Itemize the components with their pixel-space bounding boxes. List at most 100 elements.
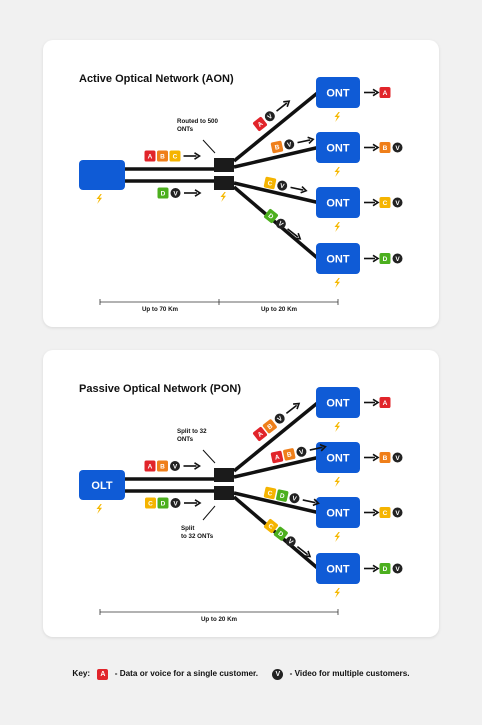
ont-node xyxy=(316,497,360,528)
ont-node-label: ONT xyxy=(326,564,350,576)
badge-a-icon xyxy=(379,397,391,408)
badge-label: V xyxy=(291,495,297,503)
badge-b-icon xyxy=(283,448,296,461)
fiber-line xyxy=(232,91,320,163)
key-label: Key: xyxy=(72,669,91,678)
arrowhead-icon xyxy=(194,152,201,160)
arrow-icon xyxy=(287,228,299,238)
badge-label: C xyxy=(383,510,388,517)
arrowhead-icon xyxy=(194,189,202,197)
note-text: Split xyxy=(181,525,194,532)
badge-label: B xyxy=(160,153,165,160)
arrowhead-icon xyxy=(372,398,380,407)
splitter-node xyxy=(214,176,234,190)
key-video-text: - Video for multiple customers. xyxy=(289,669,410,678)
badge-label: D xyxy=(266,212,274,221)
badge-label: V xyxy=(276,220,284,229)
badge-b-icon xyxy=(379,142,391,153)
arrowhead-icon xyxy=(293,402,301,410)
ont-node xyxy=(316,387,360,418)
note-text: ONTs xyxy=(177,436,194,443)
video-badge-icon xyxy=(392,142,403,153)
badge-label: D xyxy=(276,530,284,539)
ont-node xyxy=(316,442,360,473)
video-badge-icon xyxy=(392,253,403,264)
badge-label: V xyxy=(266,112,274,121)
badge-label: V xyxy=(395,455,400,462)
source-node xyxy=(79,470,125,500)
badge-label: V xyxy=(173,500,178,507)
badge-label: B xyxy=(160,463,165,470)
badge-label: D xyxy=(383,566,388,573)
video-badge-icon xyxy=(392,452,403,463)
video-badge-icon xyxy=(274,413,285,424)
badge-c-icon xyxy=(379,197,391,208)
ont-node-label: ONT xyxy=(326,453,350,465)
fiber-line xyxy=(233,455,319,479)
aon-diagram: Active Optical Network (AON)ONTONTONTONT… xyxy=(79,73,403,313)
ont-node-label: ONT xyxy=(326,254,350,266)
badge-label: A xyxy=(148,463,153,470)
badge-label: V xyxy=(395,566,400,573)
arrowhead-icon xyxy=(283,100,291,108)
badge-c-icon xyxy=(169,150,181,162)
ont-node xyxy=(316,187,360,218)
note-text: Routed to 500 xyxy=(177,118,218,125)
badge-label: B xyxy=(286,451,292,459)
arrowhead-icon xyxy=(300,185,308,194)
key-legend: Key: A - Data or voice for a single cust… xyxy=(0,669,482,680)
branch-badges: ABV xyxy=(253,402,301,441)
badge-label: V xyxy=(299,449,305,457)
badge-label: B xyxy=(383,145,388,152)
pon-diagram: Passive Optical Network (PON)OLTONTONTON… xyxy=(79,383,403,623)
video-badge-icon xyxy=(392,507,403,518)
badge-a-icon xyxy=(144,460,156,472)
splitter-node xyxy=(214,486,234,500)
badge-label: V xyxy=(173,190,178,197)
ont-node xyxy=(316,77,360,108)
badge-label: C xyxy=(148,500,153,507)
data-badge-icon: A xyxy=(97,669,109,680)
power-bolt-icon xyxy=(334,588,340,598)
power-bolt-icon xyxy=(96,194,102,204)
badge-label: V xyxy=(286,538,294,547)
badge-label: B xyxy=(274,144,280,152)
arrowhead-icon xyxy=(372,198,380,207)
power-bolt-icon xyxy=(334,532,340,542)
video-badge-icon xyxy=(392,563,403,574)
badge-label: V xyxy=(276,415,284,424)
badge-a-icon xyxy=(144,150,156,162)
badge-label: V xyxy=(395,145,400,152)
badge-a-icon xyxy=(379,87,391,98)
badge-c-icon xyxy=(264,519,278,533)
distance-label: Up to 20 Km xyxy=(201,616,238,623)
power-bolt-icon xyxy=(96,504,102,514)
fiber-line xyxy=(233,181,319,205)
video-badge-icon xyxy=(264,111,275,122)
video-badge-icon xyxy=(289,493,300,504)
power-bolt-icon xyxy=(334,167,340,177)
badge-d-icon xyxy=(157,497,169,509)
video-badge-icon xyxy=(170,461,180,471)
badge-label: V xyxy=(173,463,178,470)
badge-d-icon xyxy=(157,187,169,199)
power-bolt-icon xyxy=(334,477,340,487)
distance-label: Up to 70 Km xyxy=(142,306,179,313)
branch-badges: CDV xyxy=(264,519,312,558)
power-bolt-icon xyxy=(334,112,340,122)
badge-label: A xyxy=(383,400,388,407)
badge-label: V xyxy=(395,510,400,517)
video-badge-icon xyxy=(277,180,288,191)
source-node-label: OLT xyxy=(91,480,112,492)
arrow-icon xyxy=(302,499,316,504)
badge-d-icon xyxy=(379,563,391,574)
arrowhead-icon xyxy=(372,254,380,263)
badge-c-icon xyxy=(145,497,156,509)
arrowhead-icon xyxy=(194,499,202,507)
arrowhead-icon xyxy=(294,232,302,240)
video-badge-icon xyxy=(170,498,181,508)
badge-label: A xyxy=(274,454,280,462)
